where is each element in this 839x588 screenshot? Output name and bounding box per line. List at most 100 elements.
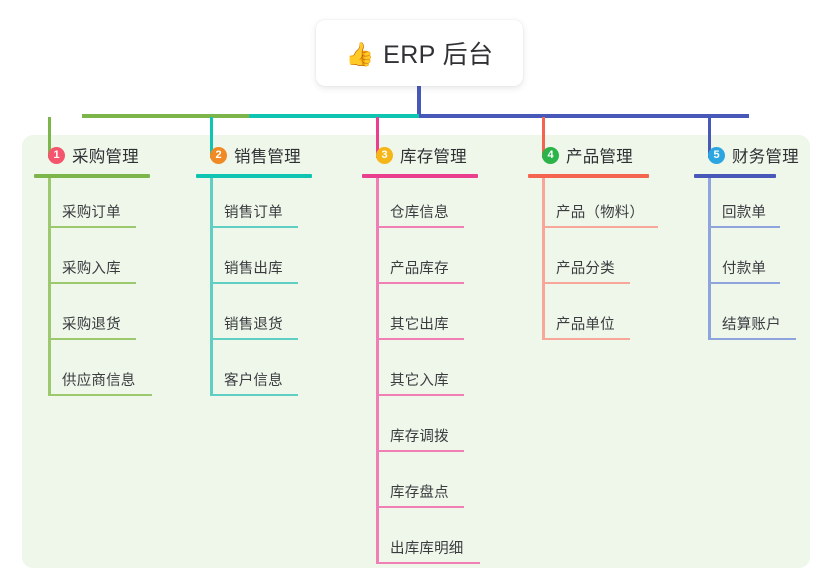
branch-item[interactable]: 产品单位 — [528, 290, 683, 346]
bus-teal — [249, 114, 419, 118]
branch-item-label: 产品单位 — [556, 316, 615, 333]
branch-item-label: 销售出库 — [224, 260, 283, 277]
branch-item[interactable]: 库存盘点 — [362, 458, 512, 514]
branch-header-rule — [694, 174, 776, 178]
branch-item-rule — [210, 281, 298, 284]
branch-item[interactable]: 结算账户 — [694, 290, 810, 346]
branch-item-label: 其它入库 — [390, 372, 449, 389]
branch-item-rule — [48, 281, 136, 284]
branch-item-list: 采购订单采购入库采购退货供应商信息 — [34, 177, 184, 402]
drop-connector-sales — [210, 117, 213, 158]
branch-item-rule — [48, 393, 152, 396]
branch-item-label: 仓库信息 — [390, 204, 449, 221]
branch-header-sales[interactable]: 2 销售管理 — [196, 143, 346, 167]
branch-item[interactable]: 产品库存 — [362, 234, 512, 290]
branch-item-label: 产品库存 — [390, 260, 449, 277]
branch-item[interactable]: 仓库信息 — [362, 178, 512, 234]
branch-item-rule — [48, 337, 136, 340]
thumbs-up-icon: 👍 — [345, 40, 375, 67]
branch-item-rule — [376, 225, 464, 228]
branch-item-list: 仓库信息产品库存其它出库其它入库库存调拨库存盘点出库库明细 — [362, 177, 512, 570]
branch-item-list: 产品（物料） 产品分类产品单位 — [528, 177, 683, 346]
branch-item[interactable]: 其它入库 — [362, 346, 512, 402]
branch-item-list: 回款单付款单结算账户 — [694, 177, 810, 346]
branch-item[interactable]: 采购入库 — [34, 234, 184, 290]
branch-header-rule — [34, 174, 150, 178]
branch-header-finance[interactable]: 5 财务管理 — [694, 143, 810, 167]
branch-item[interactable]: 客户信息 — [196, 346, 346, 402]
branch-column-sales: 2 销售管理销售订单销售出库销售退货客户信息 — [196, 143, 346, 402]
root-node-title: ERP 后台 — [383, 41, 494, 69]
branch-item-rule — [48, 225, 136, 228]
branch-title: 采购管理 — [72, 148, 139, 166]
branch-item-rule — [376, 449, 464, 452]
drop-connector-finance — [708, 117, 711, 158]
bus-green — [82, 114, 249, 118]
branch-item[interactable]: 产品（物料） — [528, 178, 683, 234]
branch-item-label: 出库库明细 — [390, 540, 464, 557]
drop-connector-product — [542, 117, 545, 158]
bus-blue — [419, 114, 749, 118]
branch-item-label: 销售订单 — [224, 204, 283, 221]
branch-item[interactable]: 回款单 — [694, 178, 810, 234]
branch-item-label: 采购退货 — [62, 316, 121, 333]
branch-item[interactable]: 库存调拨 — [362, 402, 512, 458]
branch-spine — [210, 177, 213, 396]
branch-item-label: 采购入库 — [62, 260, 121, 277]
root-node-card[interactable]: 👍 ERP 后台 — [316, 20, 523, 86]
branch-item-rule — [708, 225, 780, 228]
branch-item-label: 产品分类 — [556, 260, 615, 277]
branch-number-badge: 2 — [210, 146, 227, 164]
branch-header-product[interactable]: 4 产品管理 — [528, 143, 683, 167]
branch-spine — [376, 177, 379, 564]
branch-item-rule — [542, 225, 658, 228]
branch-number-badge: 1 — [48, 146, 65, 164]
branch-item-rule — [708, 337, 796, 340]
branch-title: 财务管理 — [732, 148, 799, 166]
branch-item-label: 销售退货 — [224, 316, 283, 333]
branch-header-rule — [362, 174, 478, 178]
drop-connector-inventory — [376, 117, 379, 158]
branch-number-badge: 4 — [542, 146, 559, 164]
branch-item-label: 采购订单 — [62, 204, 121, 221]
drop-connector-purchase — [48, 117, 51, 158]
branch-column-product: 4 产品管理产品（物料） 产品分类产品单位 — [528, 143, 683, 346]
branch-item[interactable]: 付款单 — [694, 234, 810, 290]
branch-item-list: 销售订单销售出库销售退货客户信息 — [196, 177, 346, 402]
branch-item-label: 库存调拨 — [390, 428, 449, 445]
branch-title: 销售管理 — [234, 148, 301, 166]
branch-item[interactable]: 其它出库 — [362, 290, 512, 346]
branch-item-rule — [708, 281, 780, 284]
branch-header-rule — [528, 174, 649, 178]
branch-item-label: 产品（物料） — [556, 204, 645, 221]
branch-item[interactable]: 销售出库 — [196, 234, 346, 290]
branch-number-badge: 5 — [708, 146, 725, 164]
branch-item-rule — [210, 225, 298, 228]
branch-item-rule — [542, 281, 630, 284]
branch-title: 产品管理 — [566, 148, 633, 166]
branch-spine — [708, 177, 711, 340]
branch-item-label: 客户信息 — [224, 372, 283, 389]
branch-title: 库存管理 — [400, 148, 467, 166]
branch-item-label: 库存盘点 — [390, 484, 449, 501]
branch-column-purchase: 1 采购管理采购订单采购入库采购退货供应商信息 — [34, 143, 184, 402]
branch-item[interactable]: 采购订单 — [34, 178, 184, 234]
branch-item-rule — [210, 337, 298, 340]
branch-item-rule — [542, 337, 630, 340]
branch-item[interactable]: 产品分类 — [528, 234, 683, 290]
branch-item-rule — [376, 281, 464, 284]
branch-item-label: 供应商信息 — [62, 372, 136, 389]
branch-item-rule — [376, 337, 464, 340]
branch-header-purchase[interactable]: 1 采购管理 — [34, 143, 184, 167]
branch-item[interactable]: 供应商信息 — [34, 346, 184, 402]
branch-item[interactable]: 出库库明细 — [362, 514, 512, 570]
branch-item[interactable]: 销售退货 — [196, 290, 346, 346]
branch-spine — [48, 177, 51, 396]
branch-item-label: 结算账户 — [722, 316, 781, 333]
branch-item[interactable]: 采购退货 — [34, 290, 184, 346]
branch-item[interactable]: 销售订单 — [196, 178, 346, 234]
branch-item-rule — [376, 393, 464, 396]
branch-item-rule — [376, 505, 464, 508]
